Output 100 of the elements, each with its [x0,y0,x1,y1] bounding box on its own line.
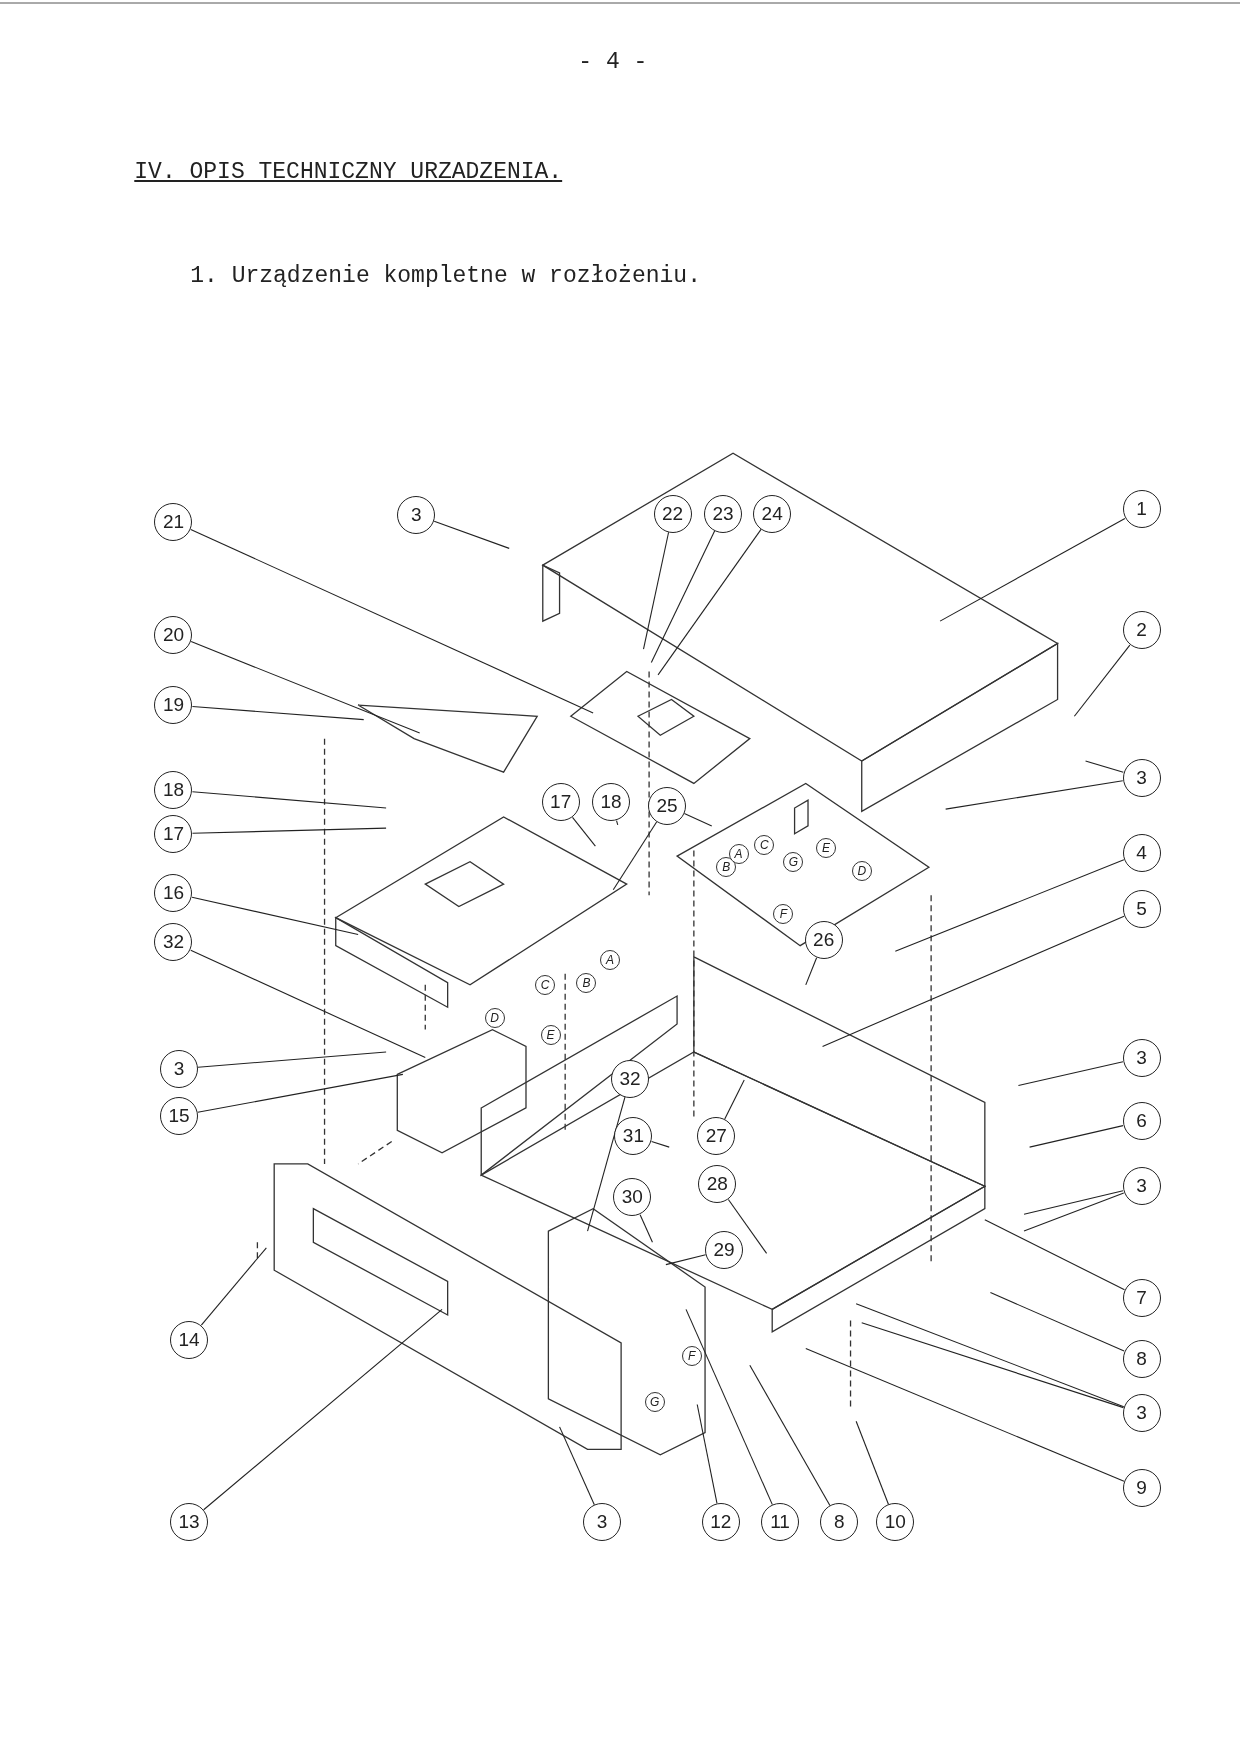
callout-number: 3 [1122,1394,1161,1433]
connector-letter: D [851,860,872,881]
leader-line [685,1308,773,1506]
leader-line [724,1079,745,1120]
callout-number: 23 [703,494,742,533]
callout-number: 29 [705,1231,744,1270]
callout-number: 3 [397,495,436,534]
connector-letter: D [484,1008,505,1029]
callout-number: 32 [611,1059,650,1098]
callout-number: 8 [820,1503,859,1541]
callout-number: 3 [583,1503,622,1541]
page-number: - 4 - [578,48,648,75]
leader-line [197,1051,387,1068]
leader-line [894,859,1125,952]
leader-line [855,1420,889,1505]
connector-letter: E [540,1025,561,1046]
leader-line [191,896,359,936]
leader-line [190,949,426,1059]
connector-letter: E [815,838,836,859]
callout-number: 14 [170,1320,209,1359]
callout-number: 3 [160,1049,199,1088]
leader-line [939,517,1126,622]
leader-line [805,957,818,986]
callout-number: 15 [160,1096,199,1135]
leader-line [1017,1061,1124,1087]
callout-number: 19 [154,686,193,725]
section-heading: IV. OPIS TECHNICZNY URZADZENIA. [134,158,563,185]
callout-number: 18 [154,771,193,810]
leader-line [1073,644,1131,717]
leader-line [650,530,716,664]
leader-line [665,1254,707,1266]
leader-line [639,1214,653,1243]
callout-number: 17 [154,814,193,853]
leader-line [696,1403,718,1504]
leader-line [945,780,1124,810]
leader-line [197,1073,404,1113]
callout-number: 24 [753,494,792,533]
connector-letter: F [773,904,794,925]
callout-number: 2 [1122,611,1161,650]
callout-number: 4 [1122,833,1161,872]
connector-letter: C [535,974,555,995]
connector-letter: C [754,834,775,855]
callout-number: 18 [592,783,631,822]
connector-letter: G [783,851,804,872]
leader-line [190,641,421,734]
callout-number: 11 [761,1503,800,1541]
connector-letter: F [681,1346,702,1367]
callout-number: 3 [1122,1167,1161,1206]
callout-number: 7 [1122,1279,1161,1318]
callout-number: 20 [154,615,193,654]
subheading: 1. Urządzenie kompletne w rozłożeniu. [190,262,701,289]
callout-number: 13 [170,1503,209,1541]
leader-line [559,1426,595,1506]
connector-letter: B [716,857,737,878]
leader-line [587,1096,626,1232]
callout-number: 9 [1122,1469,1161,1508]
callout-number: 30 [613,1178,652,1217]
leader-line [727,1199,768,1254]
leader-line [191,827,387,834]
leader-line [683,813,713,827]
leader-line [190,528,594,714]
leader-line [191,791,387,809]
callout-number: 32 [154,923,193,962]
leader-line [749,1364,831,1507]
callout-number: 5 [1122,889,1161,928]
leader-line [822,915,1125,1047]
leader-line [1029,1125,1124,1148]
leader-line [861,1322,1124,1409]
leader-line [1023,1190,1124,1215]
leader-line [805,1348,1125,1482]
leader-line [855,1303,1125,1408]
callout-number: 3 [1122,758,1161,797]
leader-line [200,1247,267,1326]
callout-number: 16 [154,874,193,913]
leader-line [612,821,658,891]
callout-number: 12 [701,1503,740,1541]
callout-number: 26 [804,921,843,960]
callout-number: 1 [1122,490,1161,529]
callout-number: 6 [1122,1102,1161,1141]
leader-line [1023,1192,1125,1232]
leader-line [615,820,619,826]
leader-line [203,1308,443,1511]
leader-line [1085,760,1124,773]
callout-number: 10 [876,1503,915,1541]
leader-line [642,531,670,650]
connector-letter: B [576,972,597,993]
callout-number: 22 [653,494,692,533]
callout-number: 31 [614,1116,653,1155]
callout-number: 27 [697,1116,736,1155]
callout-number: 25 [648,786,686,825]
callout-number: 8 [1122,1339,1161,1378]
callout-number: 21 [154,502,193,541]
callout-number: 17 [541,783,580,822]
connector-letter: G [644,1392,665,1413]
leader-line [989,1292,1125,1352]
leader-line [191,705,365,721]
leader-line [651,1141,670,1148]
leader-line [657,528,762,676]
leader-line [433,520,510,549]
leader-line [571,816,596,847]
